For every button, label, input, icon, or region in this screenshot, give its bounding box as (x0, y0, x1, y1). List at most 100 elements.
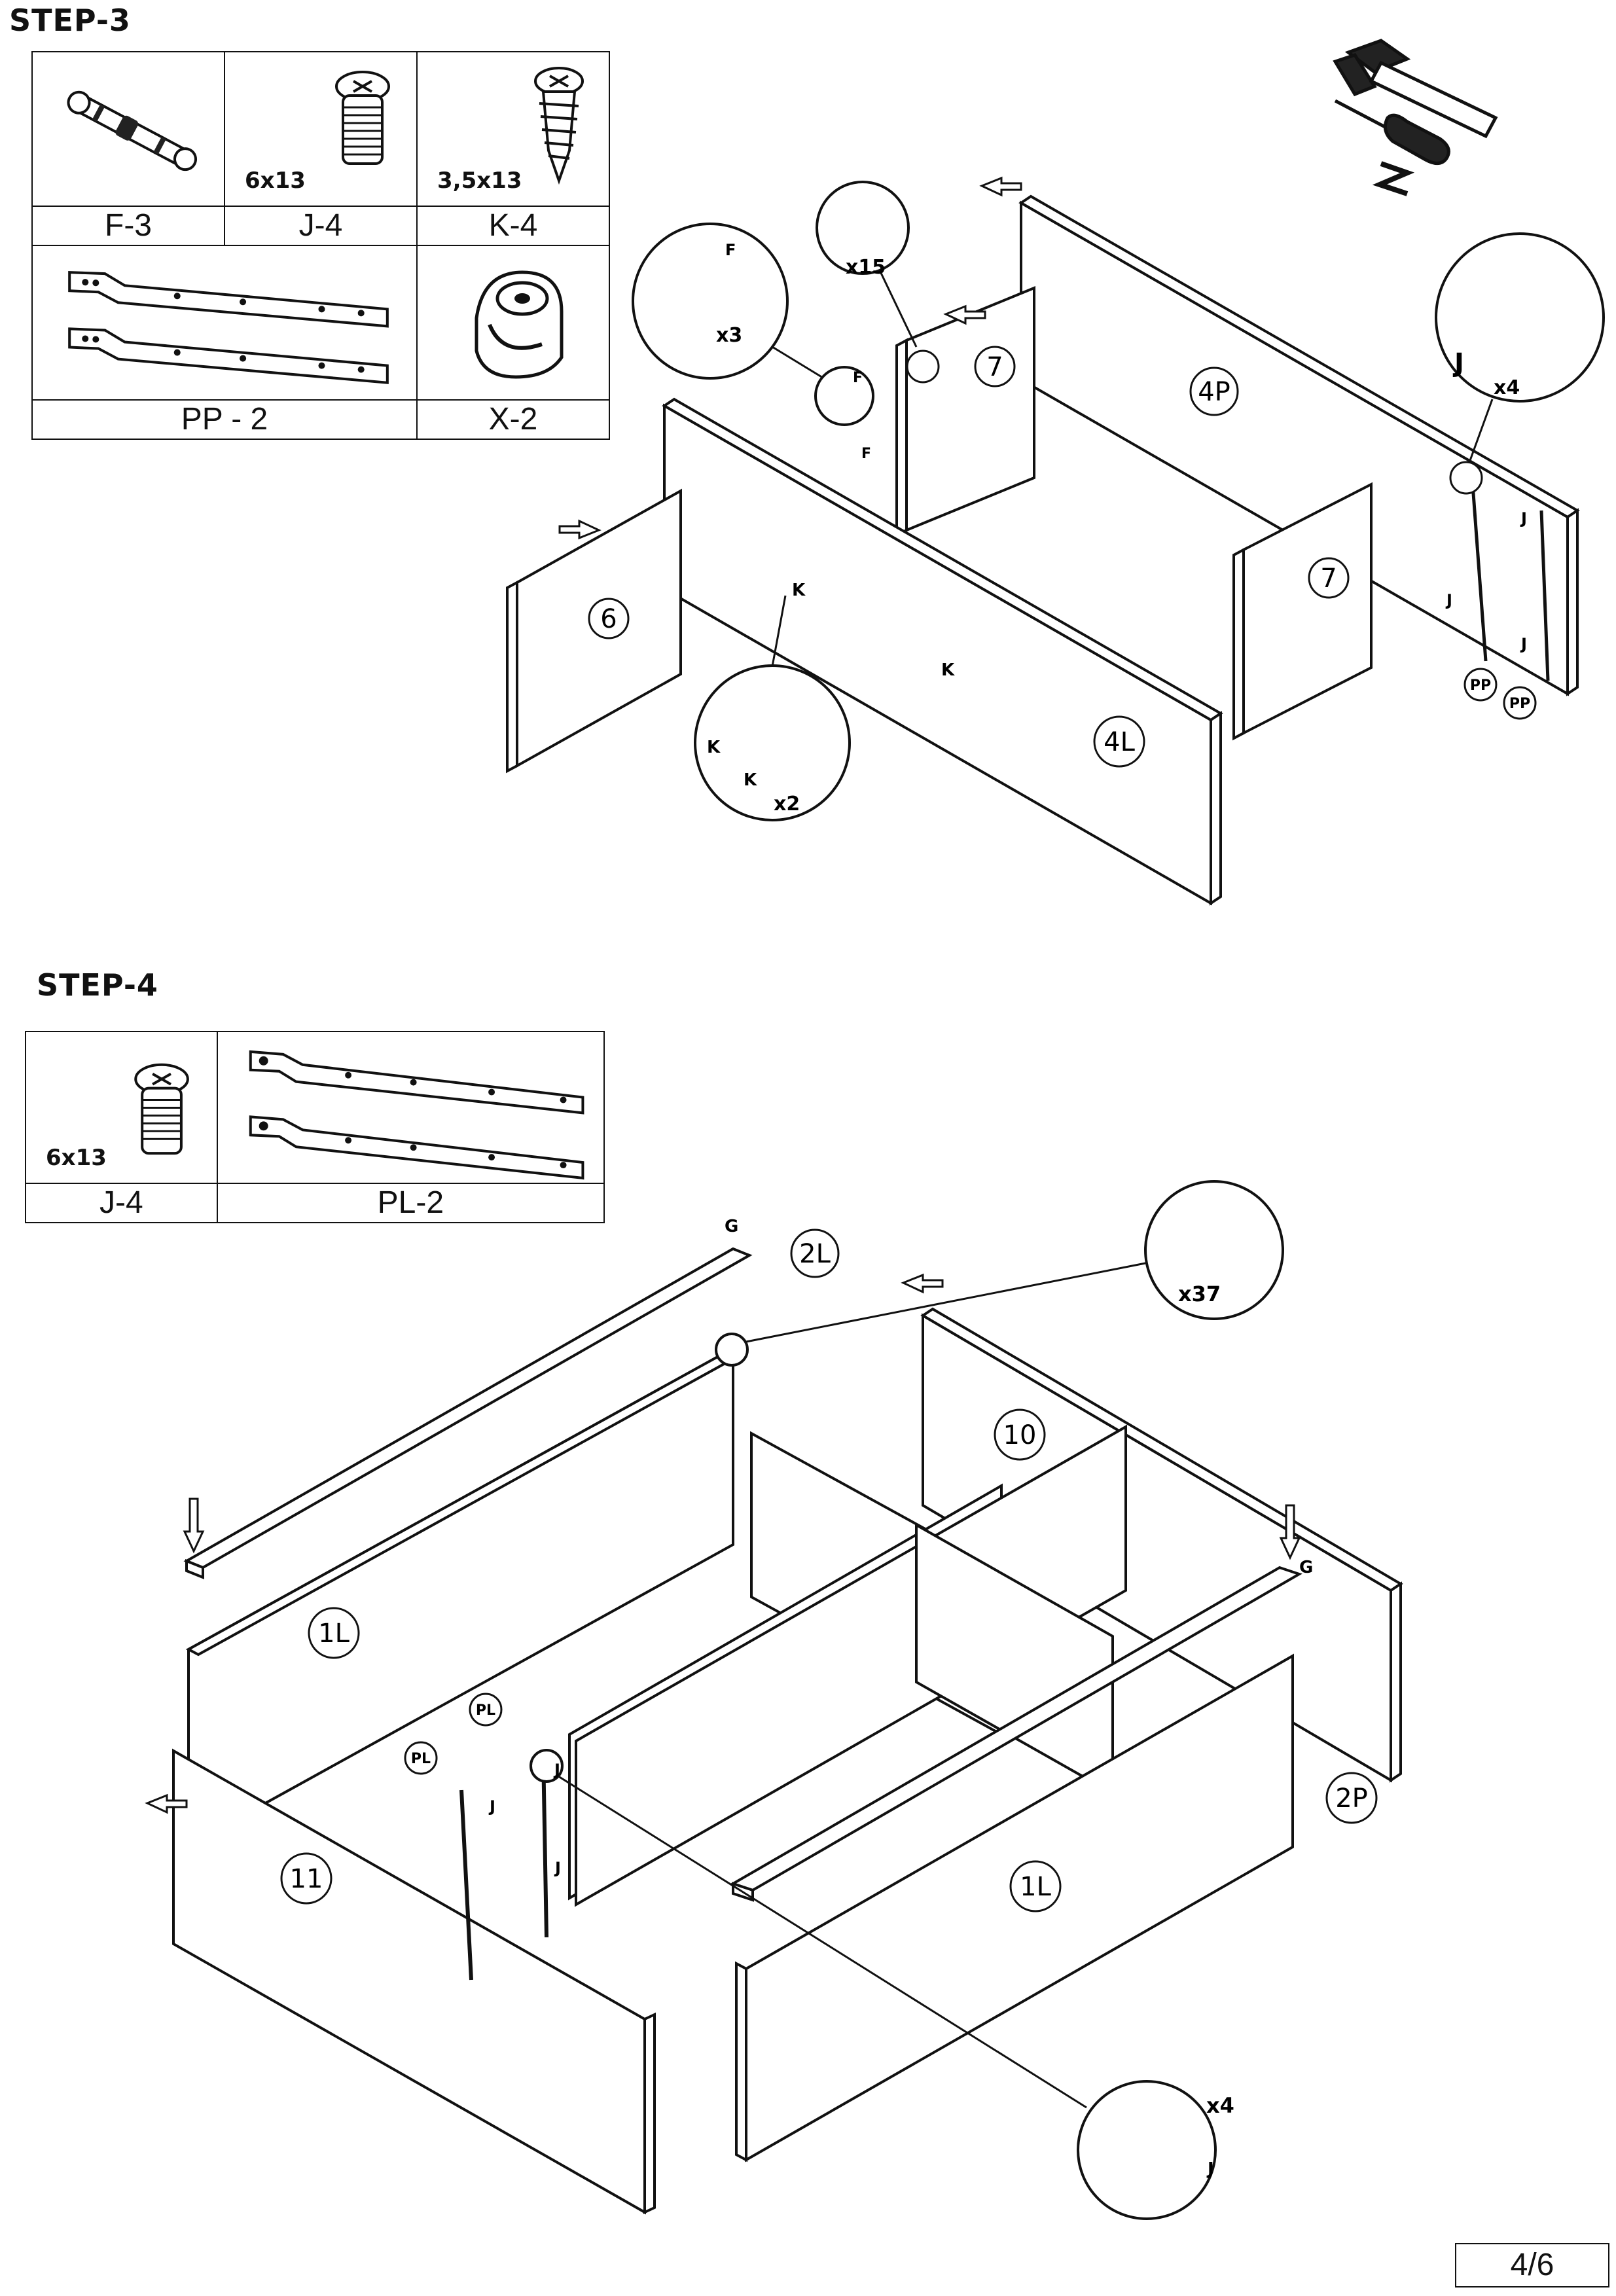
pl-label-2: PL (411, 1751, 431, 1767)
part-k-label: K-4 (416, 206, 610, 246)
panel-7-right-badge (1308, 557, 1350, 599)
panel-1l-front-badge (1009, 1860, 1062, 1912)
panel-1l-back-badge (308, 1607, 360, 1659)
step4-title: STEP-4 (37, 967, 158, 1003)
rail-2l (183, 1247, 753, 1579)
callout-x2: x2 (774, 793, 800, 816)
panel-7-left (895, 286, 1035, 538)
letter-j-5: J (488, 1797, 495, 1816)
allen-key-icon (1372, 161, 1415, 196)
hammer-icon (1333, 39, 1498, 139)
page-number: 4/6 (1455, 2243, 1609, 2287)
panel-1l-front-number: 1L (1020, 1872, 1051, 1902)
inner-dividers (568, 1424, 1127, 1907)
panel-10-badge (994, 1408, 1046, 1461)
callout-x4-step4: x4 (1206, 2093, 1234, 2118)
rail-2p (730, 1566, 1302, 1902)
part-x-holder-cell (416, 245, 610, 401)
drawer-rail-icon (68, 271, 389, 384)
letter-k-4: K (941, 660, 955, 680)
letter-k-3: K (792, 581, 806, 600)
callout-x3: x3 (716, 324, 742, 347)
rod-holder-icon (475, 270, 564, 379)
direction-arrow-icon (145, 1273, 1301, 1814)
letter-k-1: K (707, 738, 721, 757)
letter-j-3: J (1520, 635, 1527, 653)
letter-f-3: F (861, 446, 871, 462)
pl-label-1: PL (476, 1702, 495, 1719)
pp-label-1: PP (1470, 677, 1491, 694)
letter-j-8: J (1206, 2159, 1214, 2179)
step3-parts-table: 6x13 3,5x13 F-3 J-4 K-4 (31, 51, 610, 440)
letter-j-4: J (1445, 591, 1452, 609)
panel-4l (662, 397, 1223, 906)
direction-arrow-icon (558, 176, 1022, 540)
step3-title: STEP-3 (9, 3, 131, 38)
part-j-screw-cell: 6x13 (224, 51, 418, 207)
step4-parts-table: 6x13 J-4 PL-2 (25, 1031, 605, 1223)
panel-1l-back-number: 1L (318, 1619, 350, 1649)
panel-7-left-badge (974, 346, 1016, 387)
pp-badge-1 (1463, 668, 1498, 702)
letter-j-1: J (1452, 348, 1464, 378)
part-k-size: 3,5x13 (437, 168, 522, 194)
drawer-rail-icon (249, 1050, 584, 1180)
part-j-size: 6x13 (245, 168, 306, 194)
callout-x15: x15 (846, 256, 886, 279)
panel-6-number: 6 (600, 604, 617, 634)
rail-pl (459, 1753, 548, 1981)
part-pl-label: PL-2 (216, 1183, 605, 1223)
panel-4l-badge (1093, 715, 1145, 768)
pp-label-2: PP (1509, 696, 1530, 712)
part-j-screw-cell-step4: 6x13 (25, 1031, 218, 1184)
panel-2p-badge (1325, 1772, 1378, 1824)
screwdriver-icon (1334, 99, 1450, 165)
panel-4p-number: 4P (1198, 377, 1230, 407)
panel-11-number: 11 (290, 1864, 323, 1894)
panel-2l-number: 2L (799, 1239, 831, 1269)
panel-7-right (1232, 482, 1373, 741)
pl-badge-1 (469, 1693, 503, 1727)
part-pp-label: PP - 2 (31, 399, 418, 440)
panel-7-right-number: 7 (1320, 564, 1337, 594)
wood-screw-icon (534, 67, 584, 185)
pl-badge-2 (404, 1741, 438, 1775)
part-pp-rails-cell (31, 245, 418, 401)
part-f-dowel-cell (31, 51, 225, 207)
part-j-label: J-4 (224, 206, 418, 246)
callout-x4: x4 (1494, 376, 1520, 399)
part-pl-rails-cell (216, 1031, 605, 1184)
panel-11-badge (280, 1852, 332, 1905)
letter-j-6: J (553, 1761, 560, 1779)
part-f-label: F-3 (31, 206, 225, 246)
euro-screw-icon (134, 1063, 189, 1155)
panel-4p (1018, 194, 1580, 696)
pp-badge-2 (1503, 686, 1537, 720)
rail-pp (1471, 484, 1550, 681)
euro-screw-icon (335, 71, 390, 165)
panel-4p-badge (1189, 367, 1239, 416)
panel-10-number: 10 (1003, 1420, 1037, 1450)
panel-2l-badge (790, 1229, 840, 1278)
letter-g-1: G (725, 1217, 738, 1236)
letter-g-2: G (1299, 1558, 1313, 1577)
dowel-icon (67, 90, 197, 171)
panel-4l-number: 4L (1104, 727, 1135, 757)
part-k-screw-cell: 3,5x13 (416, 51, 610, 207)
panel-2p-number: 2P (1335, 1784, 1368, 1814)
panel-7-left-number: 7 (986, 352, 1003, 382)
letter-f-1: F (725, 241, 736, 259)
panel-6-badge (588, 598, 630, 639)
letter-f-2: F (853, 370, 863, 386)
letter-j-7: J (554, 1859, 561, 1877)
callout-circles (632, 181, 1605, 821)
part-j-size-step4: 6x13 (46, 1145, 107, 1171)
part-x-label: X-2 (416, 399, 610, 440)
letter-j-2: J (1520, 509, 1527, 528)
letter-k-2: K (744, 770, 757, 790)
panel-1l-front (735, 1653, 1294, 2162)
callout-x37: x37 (1178, 1282, 1221, 1306)
part-j-label-step4: J-4 (25, 1183, 218, 1223)
